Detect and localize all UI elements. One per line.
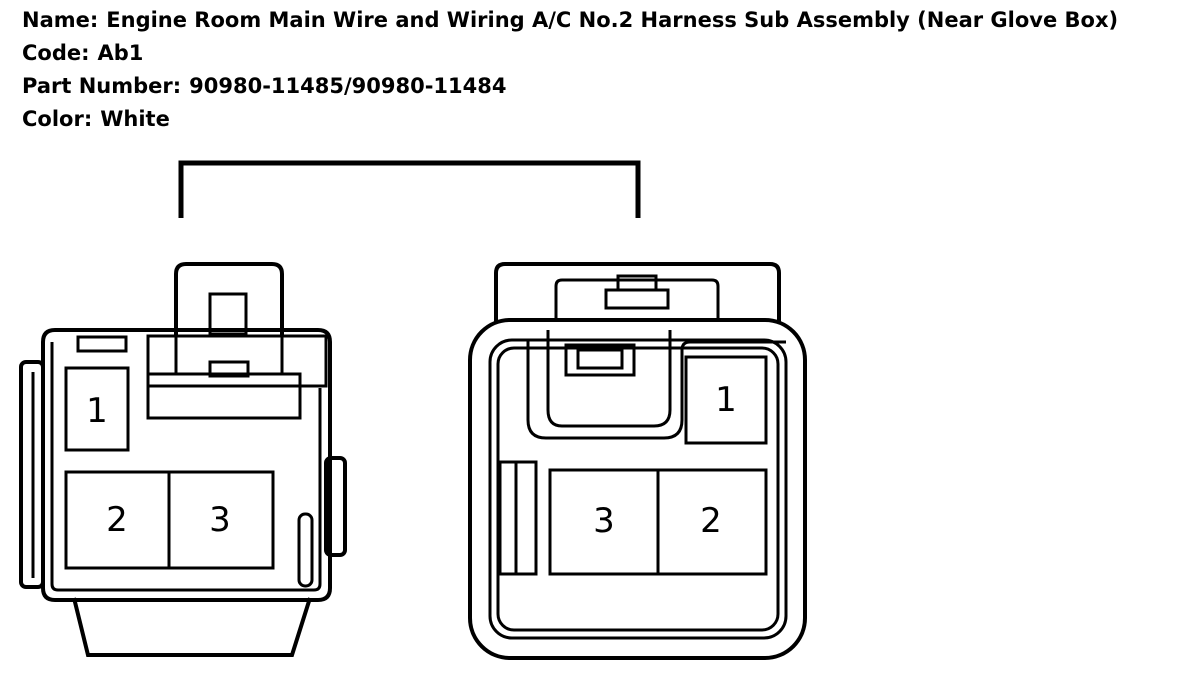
right-connector <box>468 262 807 660</box>
info-row-code: Code: Ab1 <box>22 37 1118 70</box>
right-connector-inner-wall-2 <box>496 346 780 632</box>
right-connector-latch-window-inner <box>576 348 624 370</box>
left-connector-inner-wall <box>50 342 322 592</box>
left-connector-latch-window <box>208 292 248 336</box>
info-label: Code: <box>22 41 90 65</box>
left-connector <box>19 262 347 657</box>
left-connector-bottom-lip <box>72 597 312 657</box>
right-connector-hood-latch <box>554 278 720 322</box>
right-connector-pin-cavity-2 <box>656 468 768 576</box>
mating-bracket <box>178 160 641 218</box>
info-label: Part Number: <box>22 74 182 98</box>
right-connector-hood <box>494 262 781 322</box>
info-row-part-number: Part Number: 90980-11485/90980-11484 <box>22 70 1118 103</box>
right-connector-latch-recess <box>526 340 786 440</box>
right-connector-body <box>468 318 807 660</box>
right-connector-hood-clip <box>616 274 658 292</box>
info-label: Color: <box>22 107 93 131</box>
left-connector-top-notch <box>76 335 128 353</box>
right-connector-pin-label: 3 <box>593 501 615 541</box>
left-connector-latch-tab-inner <box>146 372 302 420</box>
right-connector-latch-window <box>564 343 636 377</box>
right-connector-hood-clip-base <box>604 288 670 310</box>
right-connector-latch-recess-inner <box>546 330 672 428</box>
left-connector-body <box>41 328 332 602</box>
info-value: 90980-11485/90980-11484 <box>189 74 507 98</box>
left-connector-pin-cavity-3 <box>167 470 275 570</box>
left-connector-latch-button <box>208 360 250 378</box>
left-connector-slot <box>297 512 314 588</box>
left-connector-pin-cavity-1 <box>64 366 130 452</box>
right-connector-inner-wall <box>488 338 788 640</box>
left-connector-right-flange <box>324 456 347 557</box>
info-value: Engine Room Main Wire and Wiring A/C No.… <box>106 8 1119 32</box>
info-value: Ab1 <box>97 41 144 65</box>
right-connector-side-rib <box>498 460 538 576</box>
info-row-name: Name: Engine Room Main Wire and Wiring A/… <box>22 4 1118 37</box>
left-connector-latch-tab <box>146 334 328 388</box>
info-label: Name: <box>22 8 99 32</box>
left-connector-pin-label: 1 <box>86 391 108 431</box>
right-connector-pin-cavity-1 <box>684 355 768 445</box>
left-connector-latch-housing <box>174 262 284 335</box>
info-row-color: Color: White <box>22 103 1118 136</box>
connector-info: Name: Engine Room Main Wire and Wiring A/… <box>22 4 1118 136</box>
left-connector-pin-label: 2 <box>106 500 128 540</box>
right-connector-pin-label: 1 <box>715 380 737 420</box>
right-connector-pin-label: 2 <box>700 501 722 541</box>
info-value: White <box>100 107 170 131</box>
left-connector-pin-label: 3 <box>209 500 231 540</box>
